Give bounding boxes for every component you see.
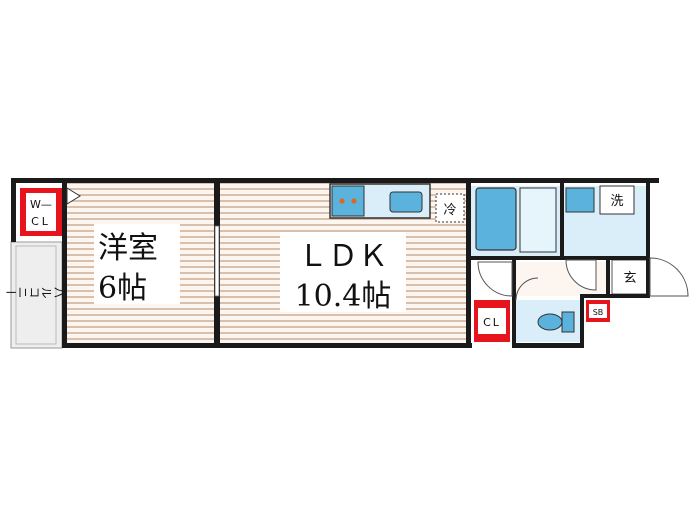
entrance bbox=[611, 259, 649, 295]
washer-space bbox=[599, 185, 635, 215]
washer-label: 洗 bbox=[610, 194, 623, 209]
balcony bbox=[10, 241, 63, 349]
stove bbox=[331, 185, 365, 217]
wcl-label-bottom: CL bbox=[31, 215, 51, 228]
door-swing bbox=[477, 261, 513, 297]
bathtub bbox=[475, 187, 517, 251]
fridge-space bbox=[435, 193, 465, 223]
closet-label: CL bbox=[483, 316, 501, 329]
toilet bbox=[537, 313, 563, 331]
balcony-label: バルコニー bbox=[5, 285, 65, 299]
washbasin bbox=[565, 187, 595, 213]
fridge-label: 冷 bbox=[443, 203, 456, 218]
ldk-room-size: 10.4帖 bbox=[295, 279, 392, 314]
door-swing bbox=[565, 259, 597, 291]
burner bbox=[351, 198, 357, 204]
door-swing bbox=[649, 257, 689, 297]
western-room-name: 洋室 bbox=[98, 231, 158, 266]
arrow-icon bbox=[66, 187, 81, 205]
wcl-label-top: W— bbox=[30, 198, 52, 211]
western-room-size: 6帖 bbox=[98, 271, 147, 306]
shoebox-label: SB bbox=[593, 308, 604, 317]
entrance-label: 玄 bbox=[623, 271, 636, 286]
burner bbox=[339, 198, 345, 204]
sink bbox=[389, 191, 423, 213]
door-swing bbox=[515, 277, 539, 301]
ldk-room-name: ＬＤＫ bbox=[298, 239, 388, 274]
